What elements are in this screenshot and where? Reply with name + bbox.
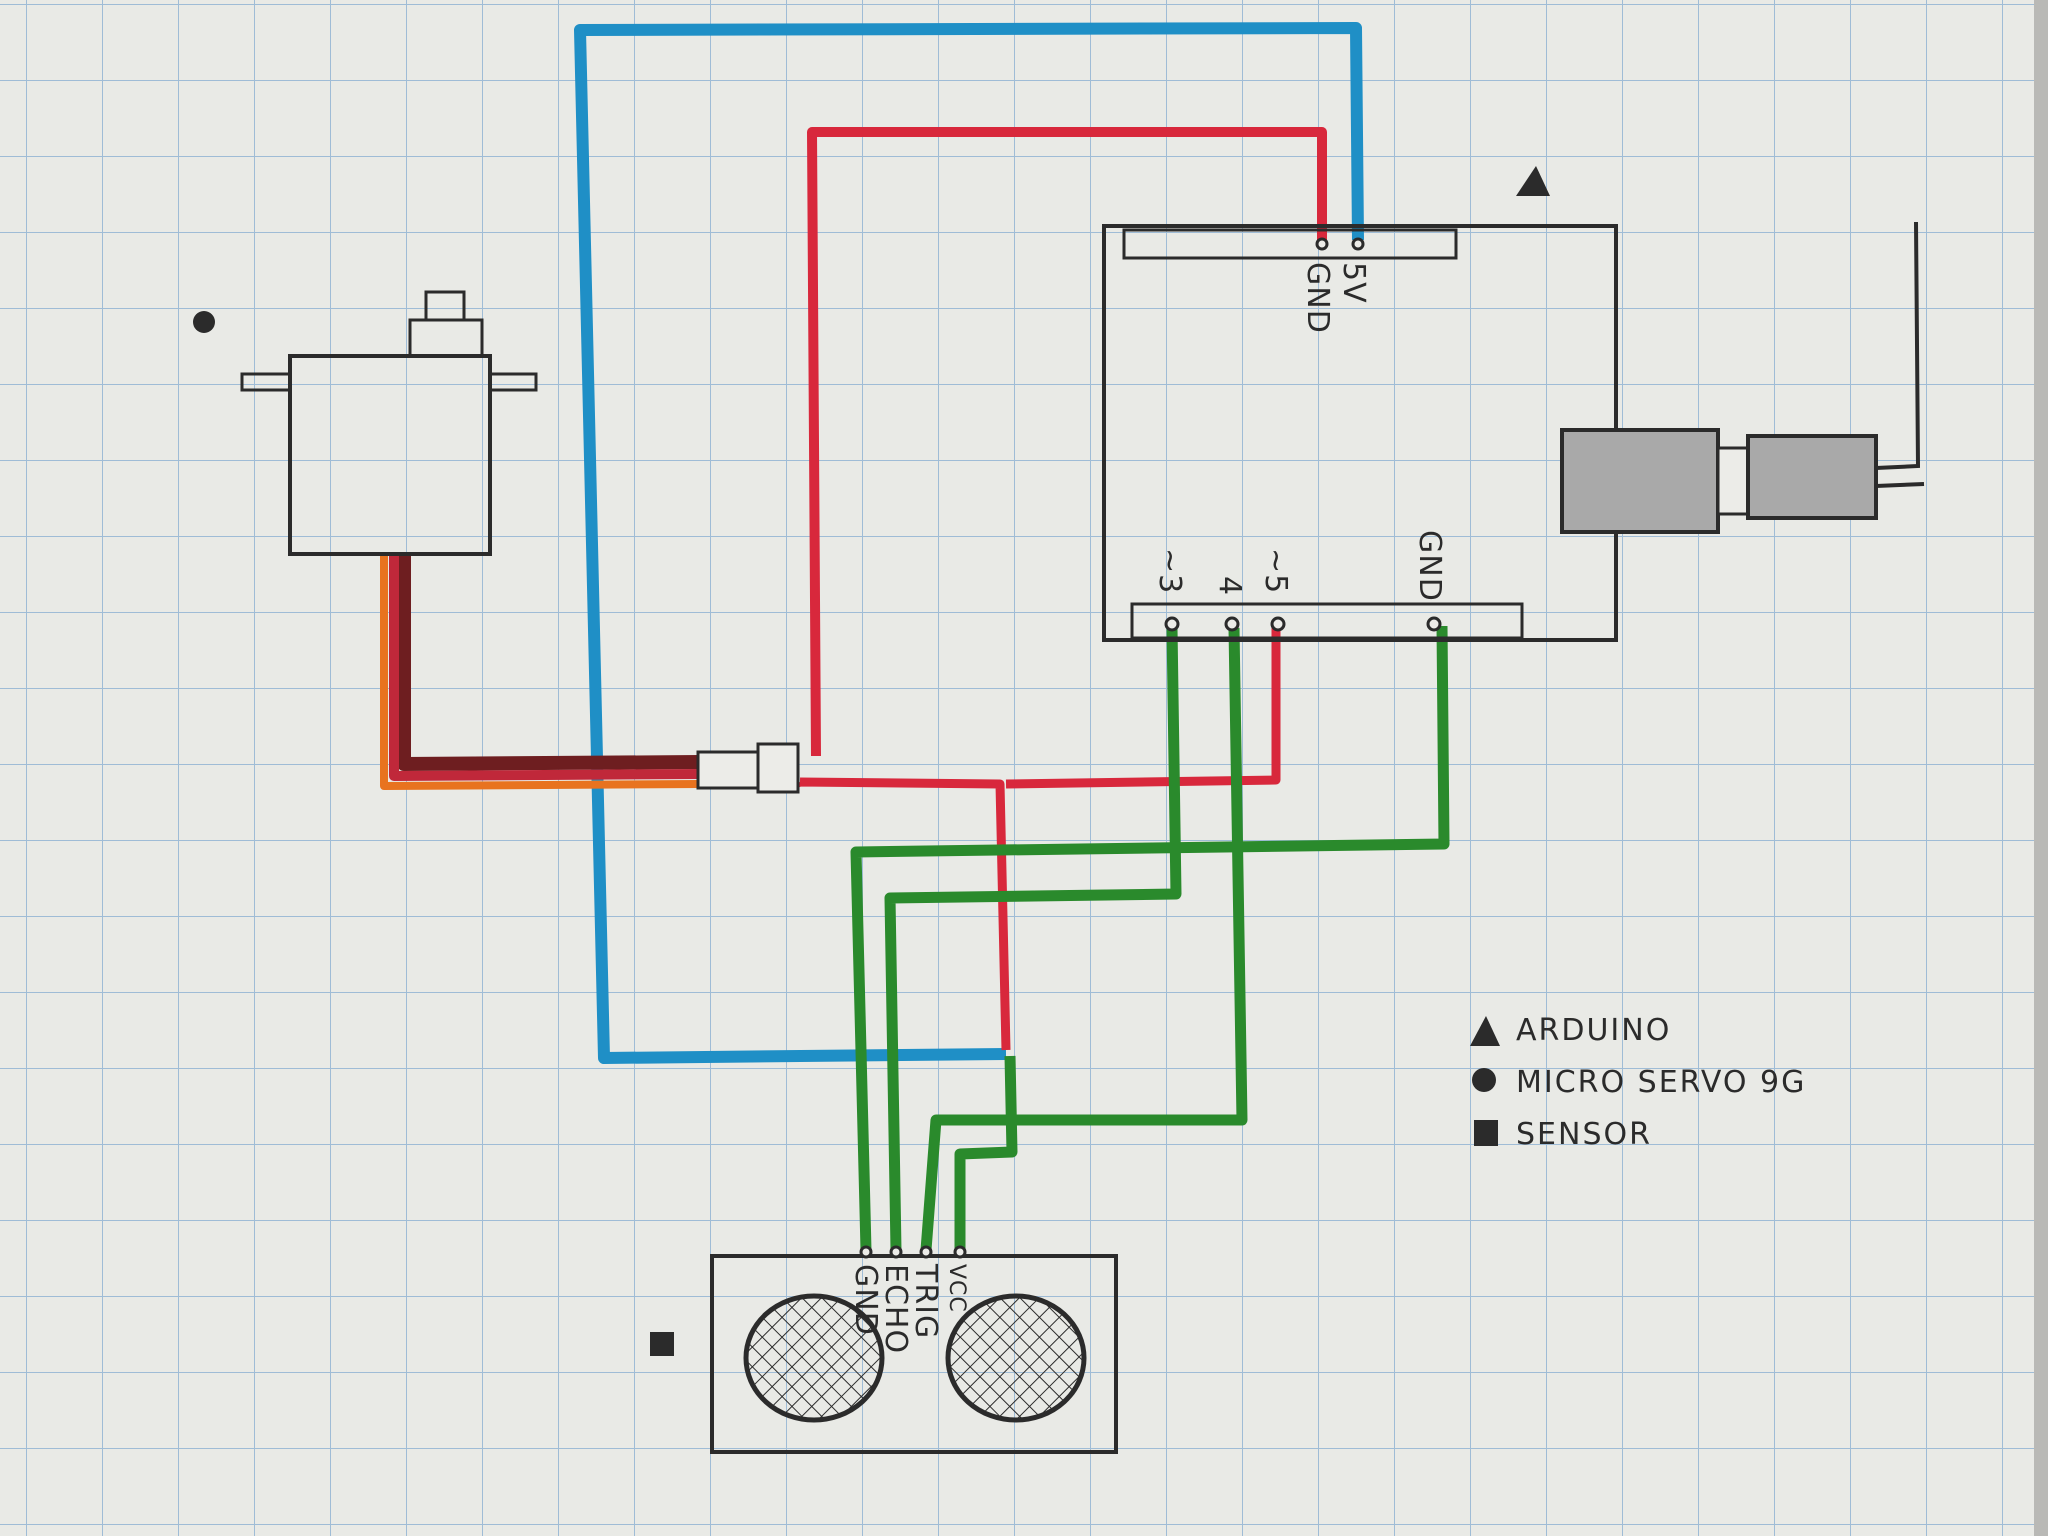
pin-gnd-bottom [1426, 616, 1442, 632]
sensor-pin-label-gnd: GND [848, 1264, 883, 1336]
wire-green-pin3 [884, 627, 1182, 1251]
servo-tab-right [488, 372, 538, 392]
pin-sensor-gnd [859, 1245, 873, 1259]
arduino-board: GND 5V ~3 4 ~5 GND [1102, 221, 1925, 642]
power-cable [1875, 221, 1925, 488]
servo-cable-orange [380, 556, 701, 790]
wire-red-pin5 [795, 624, 1281, 1051]
table-edge-right [2034, 0, 2048, 1536]
power-plug [1746, 434, 1878, 520]
power-plug-neck [1716, 446, 1750, 516]
legend-label-arduino: ARDUINO [1516, 1013, 1671, 1048]
servo-shaft [424, 290, 466, 322]
pin-sensor-echo [889, 1245, 903, 1259]
sensor-transducer-left [743, 1293, 885, 1423]
pin-label-5v: 5V [1336, 262, 1371, 304]
legend-label-servo: MICRO SERVO 9G [1516, 1065, 1806, 1100]
arduino-top-header [1122, 228, 1458, 260]
pin-5v [1351, 237, 1365, 251]
servo-tab-left [240, 372, 292, 392]
wire-green-gnd [850, 625, 1450, 1251]
wire-red-gnd-top [807, 127, 1327, 757]
legend-triangle-icon [1470, 1016, 1500, 1046]
pin-4 [1224, 616, 1240, 632]
pin-label-gnd-bottom: GND [1412, 530, 1447, 602]
pin-3 [1164, 616, 1180, 632]
legend-label-sensor: SENSOR [1516, 1117, 1652, 1152]
servo-cable-red [389, 556, 701, 781]
sensor-transducer-right [945, 1293, 1087, 1423]
servo-connector [696, 742, 800, 794]
micro-servo [240, 290, 538, 556]
sensor-pin-label-echo: ECHO [878, 1264, 913, 1354]
legend-square-icon [1474, 1120, 1498, 1146]
sensor-marker-square [650, 1332, 674, 1356]
pin-label-5: ~5 [1258, 548, 1293, 594]
wire-green-vcc [954, 1055, 1018, 1250]
pin-label-3: ~3 [1152, 548, 1187, 594]
legend-circle-icon [1472, 1068, 1496, 1092]
power-jack [1560, 428, 1720, 534]
ultrasonic-sensor: GND ECHO TRIG VCC [710, 1245, 1118, 1454]
pin-5 [1270, 616, 1286, 632]
servo-marker-circle [193, 311, 215, 333]
pin-sensor-vcc [953, 1245, 967, 1259]
arduino-marker-triangle [1516, 166, 1550, 196]
wire-blue-5v [574, 22, 1364, 1064]
arduino-bottom-header [1130, 602, 1524, 640]
servo-cable-brown [397, 556, 701, 771]
pin-label-4: 4 [1212, 576, 1247, 596]
sensor-pin-label-vcc: VCC [944, 1264, 969, 1313]
pin-label-gnd-top: GND [1300, 262, 1335, 334]
legend: ARDUINO MICRO SERVO 9G SENSOR [1470, 1013, 1806, 1152]
wire-green-pin4 [920, 627, 1248, 1251]
pin-sensor-trig [919, 1245, 933, 1259]
pin-gnd-top [1315, 237, 1329, 251]
sensor-pin-label-trig: TRIG [908, 1263, 943, 1339]
